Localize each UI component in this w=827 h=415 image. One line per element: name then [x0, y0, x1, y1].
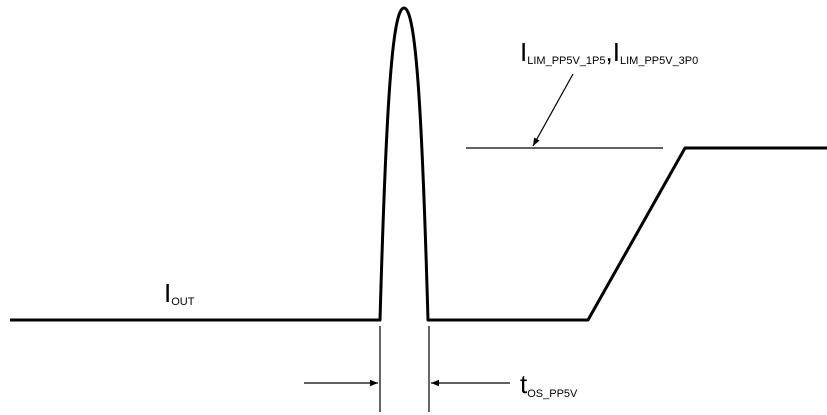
current-limit-label: ILIM_PP5V_1P5,ILIM_PP5V_3P0 — [520, 37, 698, 67]
current-limit-leader-arrow — [532, 73, 574, 147]
tos-label: tOS_PP5V — [520, 369, 578, 400]
iout-label: IOUT — [164, 278, 195, 308]
iout-waveform — [10, 6, 827, 322]
